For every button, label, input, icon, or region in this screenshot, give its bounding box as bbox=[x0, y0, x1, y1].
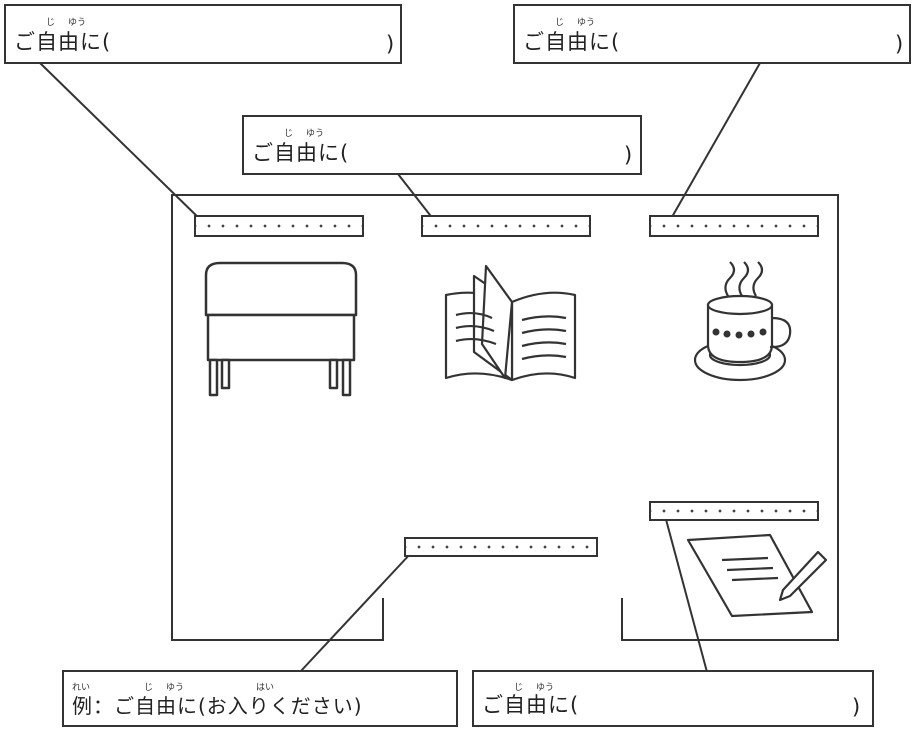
example-answer-box: れい じ ゆう はい 例：ご自由に(お入りください) bbox=[62, 670, 458, 727]
answer-prompt: ご自由に( bbox=[14, 30, 112, 54]
ruby-hai: はい bbox=[256, 683, 275, 693]
ruby-yuu: ゆう bbox=[166, 683, 185, 693]
answer-box-top-left: じ ゆう ご自由に( ) bbox=[4, 4, 402, 64]
sign-bench bbox=[194, 215, 364, 237]
writing-paper-icon bbox=[686, 533, 828, 618]
answer-close-paren: ) bbox=[895, 32, 904, 56]
answer-prompt: ご自由に( bbox=[252, 141, 350, 165]
answer-box-top-right: じ ゆう ご自由に( ) bbox=[513, 4, 911, 64]
sign-entrance bbox=[404, 537, 598, 557]
answer-box-top-middle: じ ゆう ご自由に( ) bbox=[242, 115, 642, 175]
connector-lines bbox=[39, 62, 761, 673]
answer-close-paren: ) bbox=[386, 32, 395, 56]
answer-close-paren: ) bbox=[624, 143, 633, 167]
ruby-ji: じ bbox=[144, 683, 154, 693]
sign-coffee bbox=[649, 215, 819, 237]
ruby-yuu: ゆう bbox=[306, 129, 325, 139]
ruby-ji: じ bbox=[46, 18, 56, 28]
open-book-icon bbox=[444, 264, 577, 382]
answer-prompt: ご自由に( bbox=[523, 30, 621, 54]
ruby-rei: れい bbox=[72, 683, 91, 693]
ruby-ji: じ bbox=[514, 683, 524, 693]
answer-prompt: ご自由に( bbox=[482, 693, 580, 717]
room-outline bbox=[171, 194, 839, 641]
answer-close-paren: ) bbox=[852, 695, 861, 719]
sign-writing bbox=[649, 501, 819, 521]
ruby-ji: じ bbox=[284, 129, 294, 139]
coffee-cup-icon bbox=[693, 261, 792, 382]
bench-icon bbox=[204, 261, 358, 397]
ruby-yuu: ゆう bbox=[536, 683, 555, 693]
answer-box-bottom-right: じ ゆう ご自由に( ) bbox=[472, 670, 874, 727]
ruby-ji: じ bbox=[555, 18, 565, 28]
example-answer-text: 例：ご自由に(お入りください) bbox=[72, 694, 363, 718]
sign-book bbox=[421, 215, 591, 237]
ruby-yuu: ゆう bbox=[68, 18, 87, 28]
ruby-yuu: ゆう bbox=[577, 18, 596, 28]
